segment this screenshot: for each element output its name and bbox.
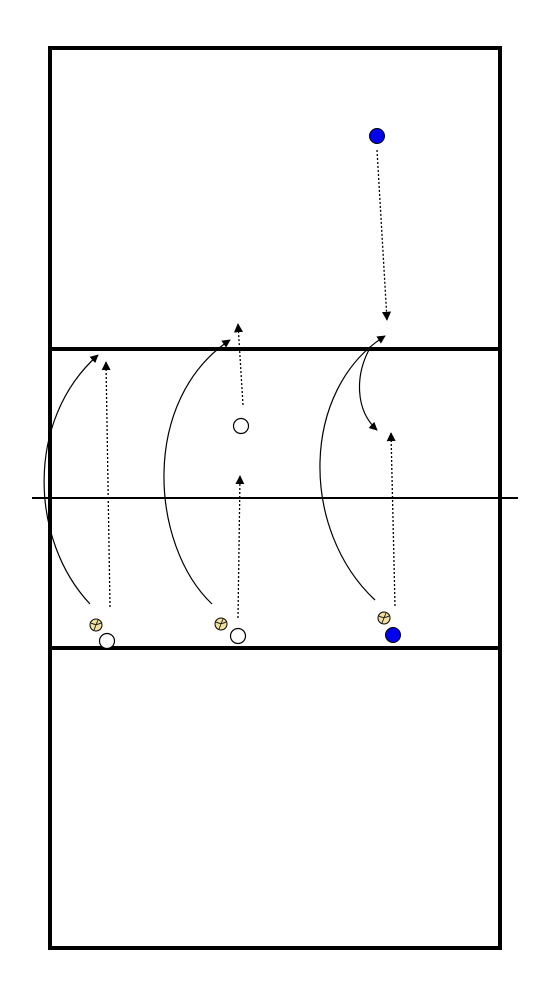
ball-trajectory-arc-left	[43, 354, 99, 605]
volleyball-icon	[89, 618, 103, 632]
blue-player-icon	[385, 627, 401, 643]
movement-arrow-right	[386, 432, 396, 607]
ball-trajectory-arc-right	[319, 335, 386, 601]
volleyball-icon	[377, 611, 391, 625]
white-player-icon	[98, 632, 116, 650]
movement-arrow-blue-top	[376, 149, 392, 321]
white-player-icon	[229, 627, 247, 645]
ball-trajectory-short-right	[359, 347, 378, 431]
movement-arrow-middle-top	[233, 323, 244, 406]
ball-trajectory-arc-middle	[163, 339, 231, 605]
blue-player-icon	[369, 128, 385, 144]
volleyball-icon	[214, 617, 228, 631]
white-player-icon	[232, 417, 250, 435]
movement-arrow-left	[101, 361, 111, 608]
